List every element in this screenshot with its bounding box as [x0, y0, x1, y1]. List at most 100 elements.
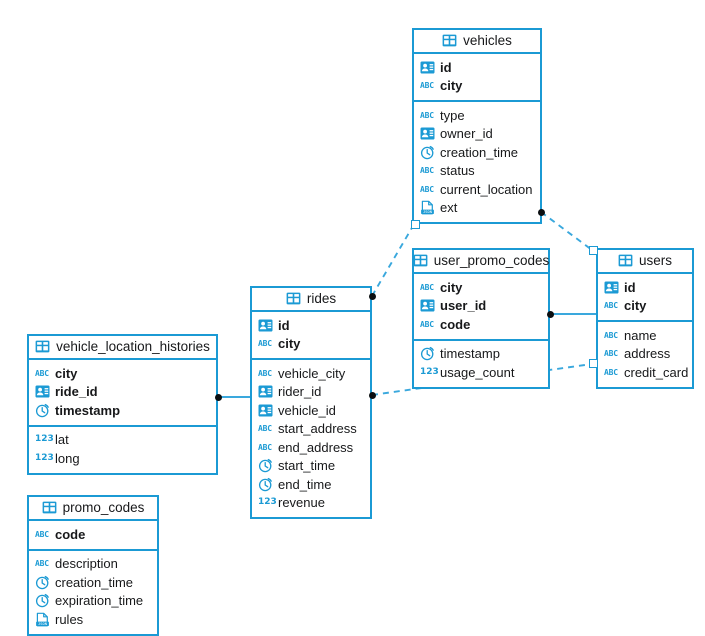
field-label: ride_id: [55, 384, 98, 400]
field-label: ext: [440, 200, 458, 216]
abc-icon: ABC: [420, 184, 434, 194]
field-label: user_id: [440, 298, 487, 314]
table-header[interactable]: rides: [252, 288, 370, 312]
table-title: user_promo_codes: [433, 253, 550, 269]
edge-vehicles-users[interactable]: [540, 211, 593, 251]
field-label: lat: [55, 432, 69, 448]
field-row[interactable]: owner_id: [414, 125, 540, 144]
table-title: users: [638, 253, 672, 269]
field-row[interactable]: timestamp: [414, 345, 548, 364]
field-label: expiration_time: [55, 593, 144, 609]
table-grid-icon: [413, 254, 428, 269]
field-label: name: [624, 327, 657, 343]
field-label: revenue: [278, 495, 325, 511]
field-row[interactable]: ABC city: [414, 278, 548, 297]
table-header[interactable]: vehicles: [414, 30, 540, 54]
field-label: end_time: [278, 476, 332, 492]
field-label: vehicle_id: [278, 402, 336, 418]
field-row[interactable]: start_time: [252, 457, 370, 476]
field-label: code: [55, 526, 86, 542]
field-label: creation_time: [55, 574, 134, 590]
edge-rides-vehicles-source-marker: [368, 292, 376, 300]
key-id-icon: [258, 384, 273, 399]
abc-icon: ABC: [258, 442, 272, 452]
field-row[interactable]: id: [414, 58, 540, 77]
field-row[interactable]: timestamp: [29, 401, 216, 420]
123-icon: 123: [258, 497, 277, 508]
field-label: city: [440, 279, 463, 295]
abc-icon: ABC: [258, 424, 272, 434]
table-header[interactable]: promo_codes: [29, 497, 157, 521]
field-label: creation_time: [440, 144, 519, 160]
clock-icon: [258, 477, 273, 492]
key-id-icon: [258, 403, 273, 418]
table-grid-icon: [442, 34, 457, 49]
field-row[interactable]: vehicle_id: [252, 401, 370, 420]
field-row[interactable]: expiration_time: [29, 592, 157, 611]
abc-icon: ABC: [258, 368, 272, 378]
clock-icon: [258, 458, 273, 473]
table-grid-icon: [286, 292, 301, 307]
field-row[interactable]: ride_id: [29, 383, 216, 402]
table-header[interactable]: user_promo_codes: [413, 250, 550, 274]
abc-icon: ABC: [604, 349, 618, 359]
field-label: timestamp: [440, 346, 500, 362]
field-row[interactable]: user_id: [414, 297, 548, 316]
field-row[interactable]: ABC code: [414, 315, 548, 334]
field-row[interactable]: id: [252, 316, 370, 335]
field-label: long: [55, 450, 80, 466]
field-row[interactable]: rider_id: [252, 383, 370, 402]
field-row[interactable]: creation_time: [414, 143, 540, 162]
field-label: status: [440, 163, 475, 179]
edge-vehicles-users-target-marker: [588, 245, 598, 255]
table-title: promo_codes: [62, 500, 145, 516]
svg-text:JSON: JSON: [38, 622, 47, 626]
table-header[interactable]: vehicle_location_histories: [29, 336, 216, 360]
table-grid-icon: [35, 340, 50, 355]
edge-rides-vehicles[interactable]: [371, 225, 414, 297]
key-id-icon: [420, 298, 435, 313]
field-label: credit_card: [624, 364, 689, 380]
field-label: code: [440, 316, 471, 332]
123-icon: 123: [35, 452, 54, 463]
table-header[interactable]: users: [598, 250, 692, 274]
field-row[interactable]: id: [598, 278, 692, 297]
abc-icon: ABC: [420, 319, 434, 329]
field-row[interactable]: end_time: [252, 475, 370, 494]
field-row[interactable]: creation_time: [29, 573, 157, 592]
abc-icon: ABC: [420, 282, 434, 292]
field-label: id: [440, 59, 452, 75]
